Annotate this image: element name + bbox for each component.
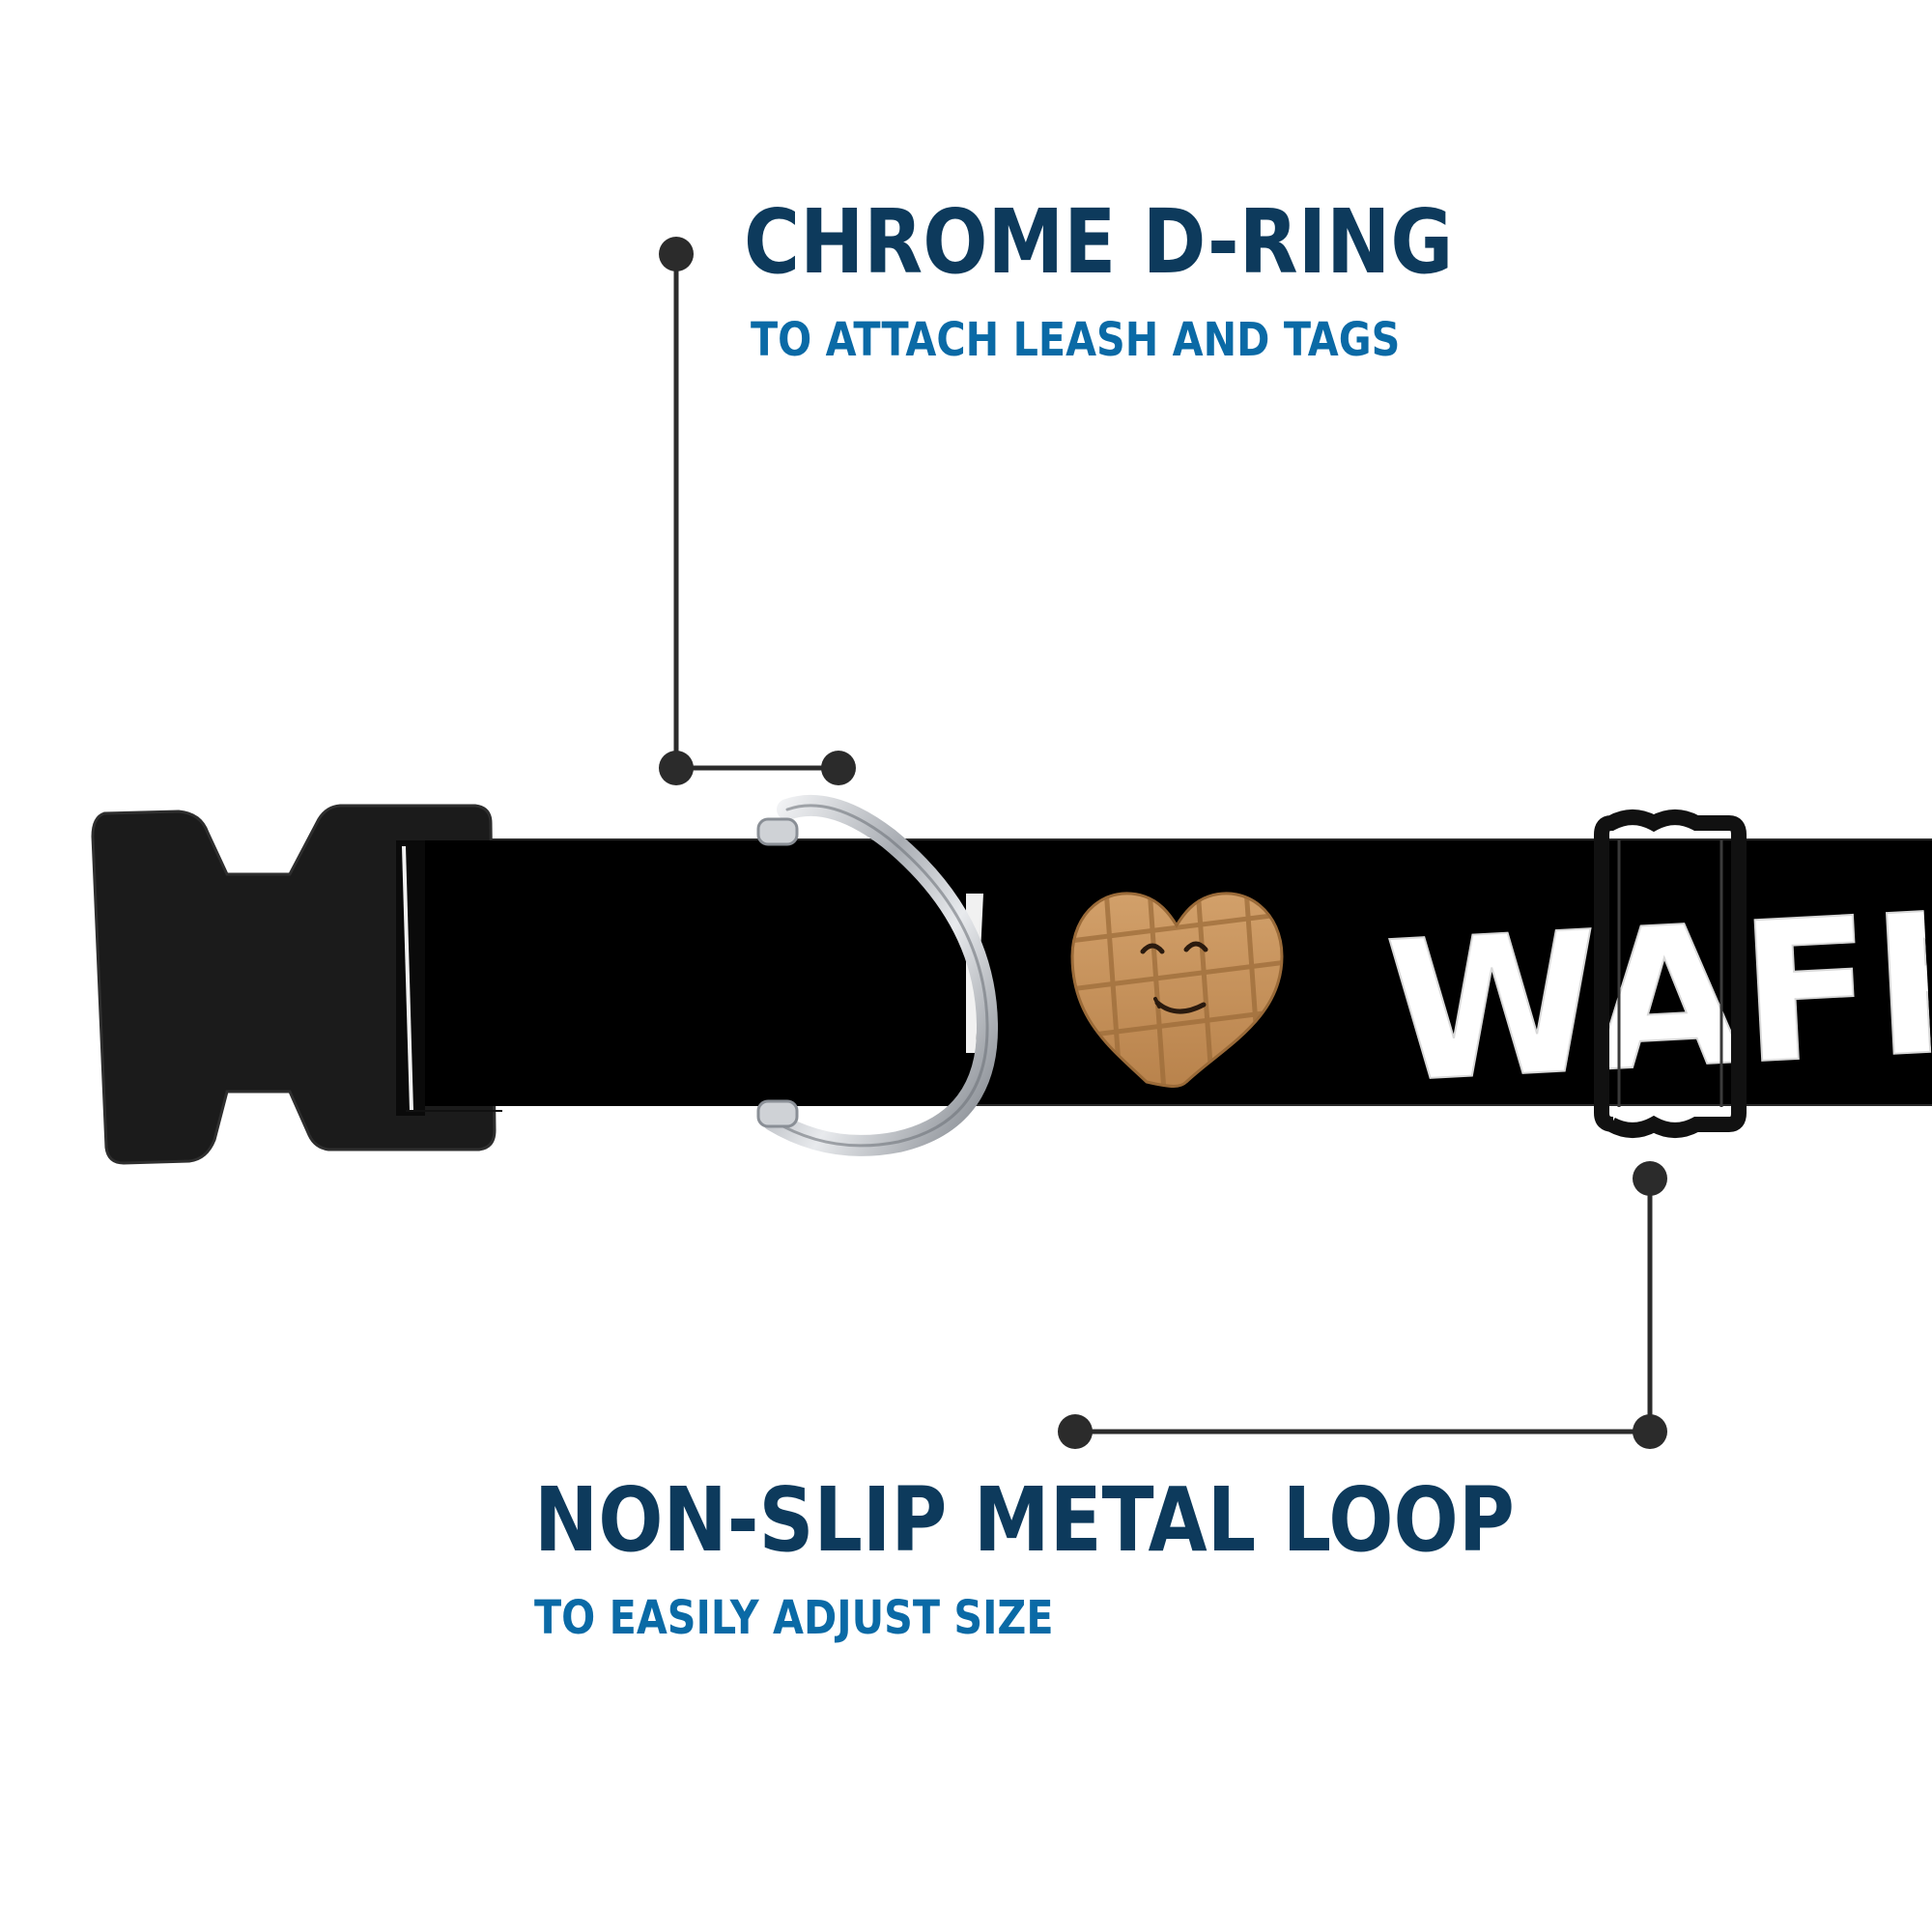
metal-loop-leader-dot-top xyxy=(1633,1161,1667,1196)
metal-loop xyxy=(1594,810,1747,1138)
d-ring-callout-subtitle: TO ATTACH LEASH AND TAGS xyxy=(751,313,1401,367)
d-ring-leader-dot-end xyxy=(821,751,856,785)
d-ring-callout-title: CHROME D-RING xyxy=(744,190,1454,294)
buckle xyxy=(91,804,502,1165)
metal-loop-leader-dot-corner xyxy=(1633,1414,1667,1449)
chrome-d-ring xyxy=(756,794,999,1156)
metal-loop-leader-line xyxy=(1058,1161,1667,1449)
d-ring-leader-dot-top xyxy=(659,237,694,271)
d-ring-leader-line xyxy=(659,237,856,785)
metal-loop-leader-dot-end xyxy=(1058,1414,1093,1449)
metal-loop-callout-title: NON-SLIP METAL LOOP xyxy=(534,1468,1515,1572)
d-ring-leader-dot-corner xyxy=(659,751,694,785)
smiling-waffle-heart-icon xyxy=(1070,892,1284,1088)
metal-loop-callout-subtitle: TO EASILY ADJUST SIZE xyxy=(534,1591,1054,1645)
